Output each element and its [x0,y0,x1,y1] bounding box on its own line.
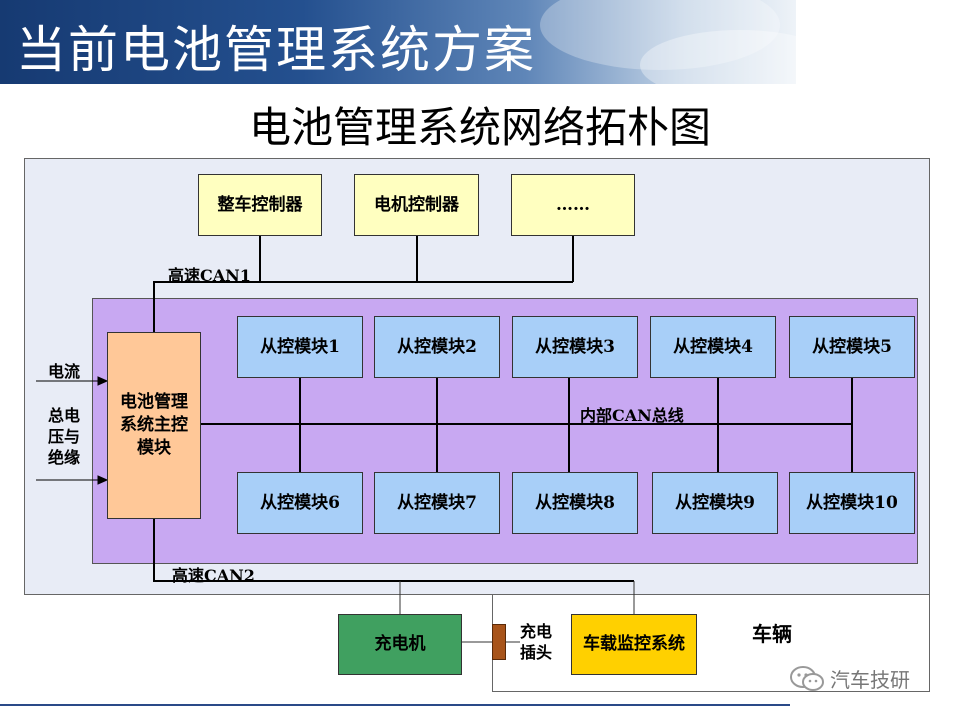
voltage-arrow [97,475,109,485]
slave-module-8: 从控模块8 [512,472,638,534]
slave-module-3: 从控模块3 [512,316,638,378]
footer-rule [0,704,790,706]
can1-bus-line [153,281,573,332]
slide-title: 当前电池管理系统方案 [16,21,536,79]
battery-pack-region [92,298,918,564]
vehicle-label: 车辆 [752,622,792,646]
watermark-text: 汽车技研 [830,668,910,692]
more-nodes-node: …… [511,174,635,236]
charge-plug-connector [492,624,506,660]
can1-label: 高速CAN1 [168,266,251,285]
bms-main-controller: 电池管理系统主控模块 [107,332,201,519]
charger-node: 充电机 [338,614,462,675]
watermark: 汽车技研 [790,664,910,693]
current-input-label: 电流 [48,362,81,381]
banner-cloud [540,0,780,70]
slave-module-2: 从控模块2 [374,316,500,378]
voltage-insulation-label: 总电压与绝缘 [48,406,81,467]
current-arrow [97,376,109,386]
internal-can-label: 内部CAN总线 [580,406,684,425]
can2-bus-line [153,519,634,582]
slave-module-10: 从控模块10 [789,472,915,534]
can2-label: 高速CAN2 [172,566,255,585]
charge-plug-label: 充电插头 [520,622,553,662]
slave-module-4: 从控模块4 [650,316,776,378]
onboard-monitor-node: 车载监控系统 [571,614,697,675]
slave-module-5: 从控模块5 [789,316,915,378]
motor-controller-node: 电机控制器 [354,174,479,236]
title-banner: 当前电池管理系统方案 [0,0,796,84]
vehicle-controller-node: 整车控制器 [198,174,322,236]
slave-module-9: 从控模块9 [652,472,778,534]
slave-module-1: 从控模块1 [237,316,363,378]
slave-module-7: 从控模块7 [374,472,500,534]
diagram-title: 电池管理系统网络拓朴图 [248,103,711,152]
wechat-icon [790,665,824,691]
slave-module-6: 从控模块6 [237,472,363,534]
